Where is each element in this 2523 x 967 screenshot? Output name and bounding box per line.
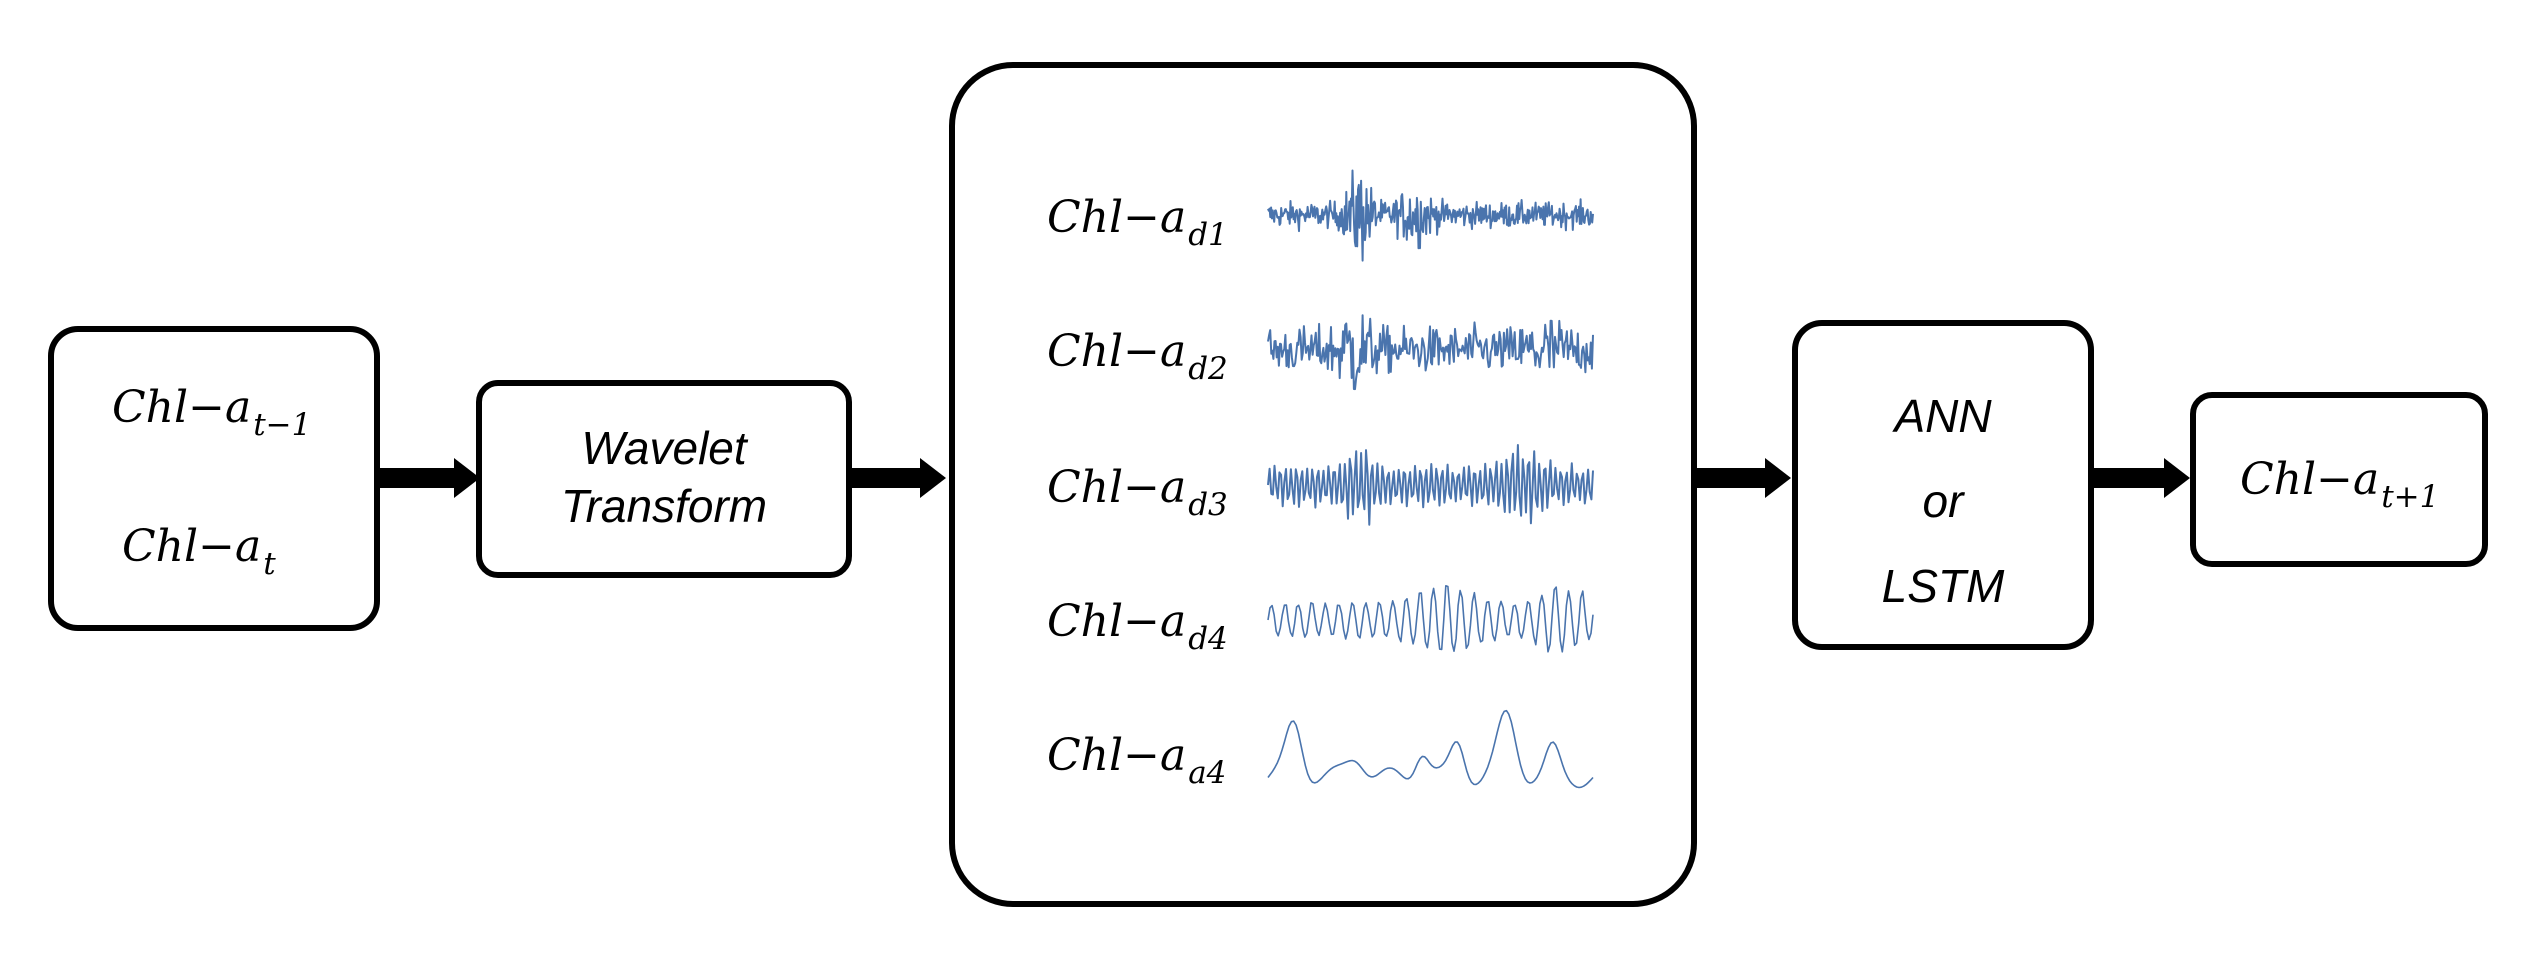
component-label-a4: Chl−aa4: [1047, 730, 1227, 791]
signal-d2-waveform: [1267, 314, 1594, 391]
wave-d4-line: [1267, 584, 1594, 653]
signal-d4-waveform: [1267, 584, 1594, 653]
arrow-input-to-wavelet: [380, 458, 480, 498]
input-line1-base: Chl−a: [112, 382, 252, 433]
wavelet-line1: Wavelet: [581, 422, 747, 474]
component-label-d3: Chl−ad3: [1047, 462, 1228, 523]
component-label-d4: Chl−ad4: [1047, 596, 1228, 657]
model-label: ANN or LSTM: [1792, 374, 2094, 629]
input-box: [48, 326, 380, 631]
model-line2: or: [1922, 475, 1964, 528]
wave-d1-line: [1267, 169, 1594, 262]
input-chl-a-t: Chl−at: [122, 525, 276, 580]
component-label-d1: Chl−ad1: [1047, 192, 1228, 253]
input-line2-base: Chl−a: [122, 521, 262, 572]
wavelet-transform-label: Wavelet Transform: [476, 420, 852, 535]
model-box: [1792, 320, 2094, 650]
model-line1: ANN: [1894, 390, 1992, 442]
input-line2-sub: t: [263, 546, 276, 582]
wave-a4-line: [1267, 709, 1594, 789]
output-chl-a-t-plus-1: Chl−at+1: [2240, 454, 2440, 515]
signal-d1-waveform: [1267, 169, 1594, 262]
arrow-components-to-model: [1697, 458, 1797, 498]
wave-d3-line: [1267, 444, 1594, 526]
input-chl-a-t-minus-1: Chl−at−1: [112, 386, 311, 441]
wavelet-line2: Transform: [560, 479, 768, 532]
output-box: [2190, 392, 2488, 567]
signal-a4-waveform: [1267, 709, 1594, 789]
arrow-model-to-output: [2094, 458, 2194, 498]
component-label-d2: Chl−ad2: [1047, 326, 1228, 387]
wavelet-transform-box: [476, 380, 852, 578]
wave-d2-line: [1267, 314, 1594, 391]
input-line1-sub: t−1: [253, 407, 312, 443]
signal-d3-waveform: [1267, 444, 1594, 526]
model-line3: LSTM: [1881, 560, 2005, 613]
arrow-wavelet-to-components: [852, 458, 952, 498]
